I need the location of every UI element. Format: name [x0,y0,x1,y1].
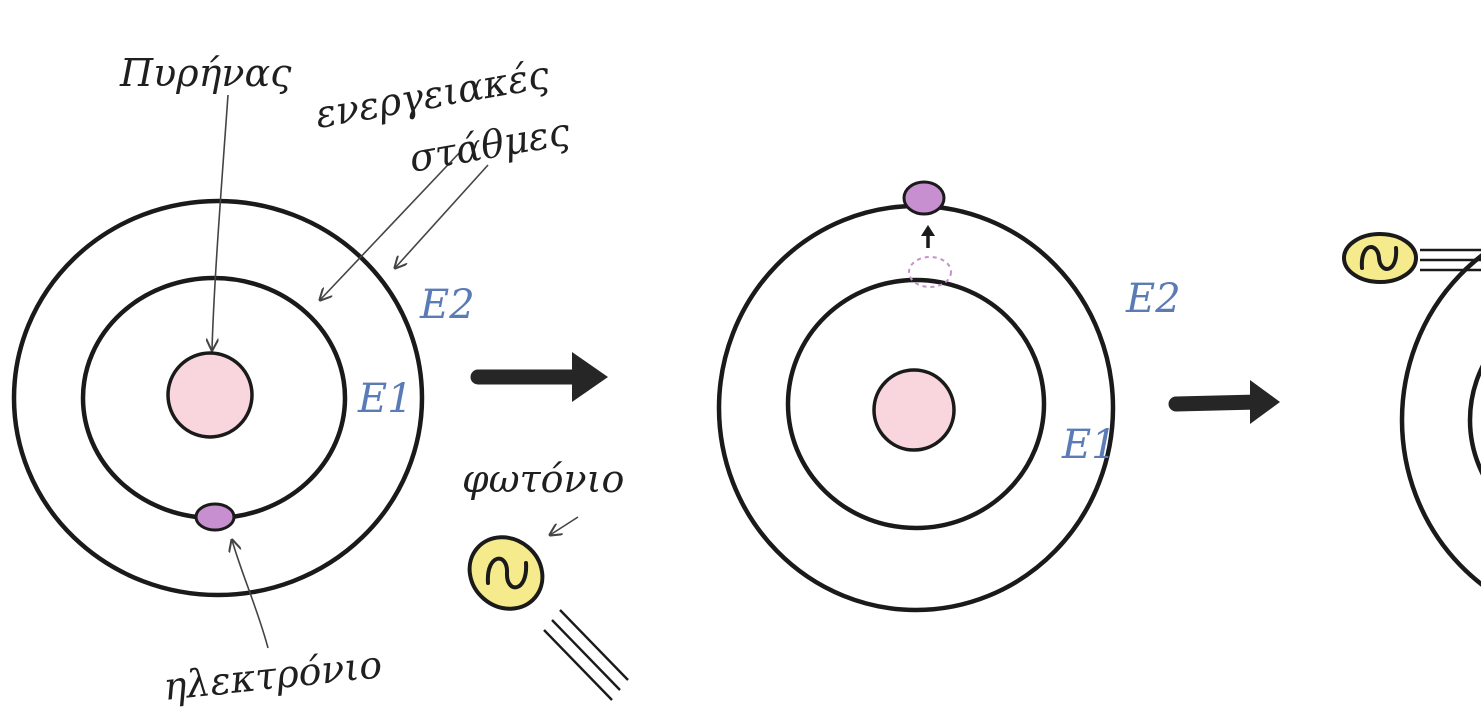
atom-emission-state [1342,232,1481,587]
emitted-photon-icon [1342,232,1481,284]
energy-label-e1-atom1: E1 [357,376,413,422]
inner-orbit [1467,364,1481,476]
previous-electron-position [908,256,952,288]
photon-leader-line [550,516,579,535]
nucleus-leader-line [212,94,229,350]
nucleus [166,351,254,439]
nucleus-label: Πυρήνας [119,51,292,95]
energy-levels-label-line-2: στάθμες [406,109,574,181]
electron [194,502,236,532]
energy-label-e1-atom2: E1 [1061,422,1117,468]
outer-orbit [11,198,425,598]
atom-ground-state [11,198,425,598]
right-arrow-icon [1168,380,1280,424]
nucleus [872,368,956,452]
photon-icon [467,535,629,701]
electron-label: ηλεκτρόνιο [161,642,384,708]
energy-label-e2-atom2: E2 [1125,276,1181,322]
electron-leader-line [232,540,269,649]
excitation-arrow-icon [921,225,935,248]
energy-level-leader-line-outer [395,164,489,268]
outer-orbit [1399,253,1481,587]
atom-excited-state [716,180,1116,613]
photon-label: φωτόνιο [462,457,624,501]
energy-label-e2-atom1: E2 [419,282,475,328]
right-arrow-icon [470,352,608,402]
energy-level-leader-line-inner [320,149,463,300]
inner-orbit [785,277,1047,531]
electron [902,180,946,216]
